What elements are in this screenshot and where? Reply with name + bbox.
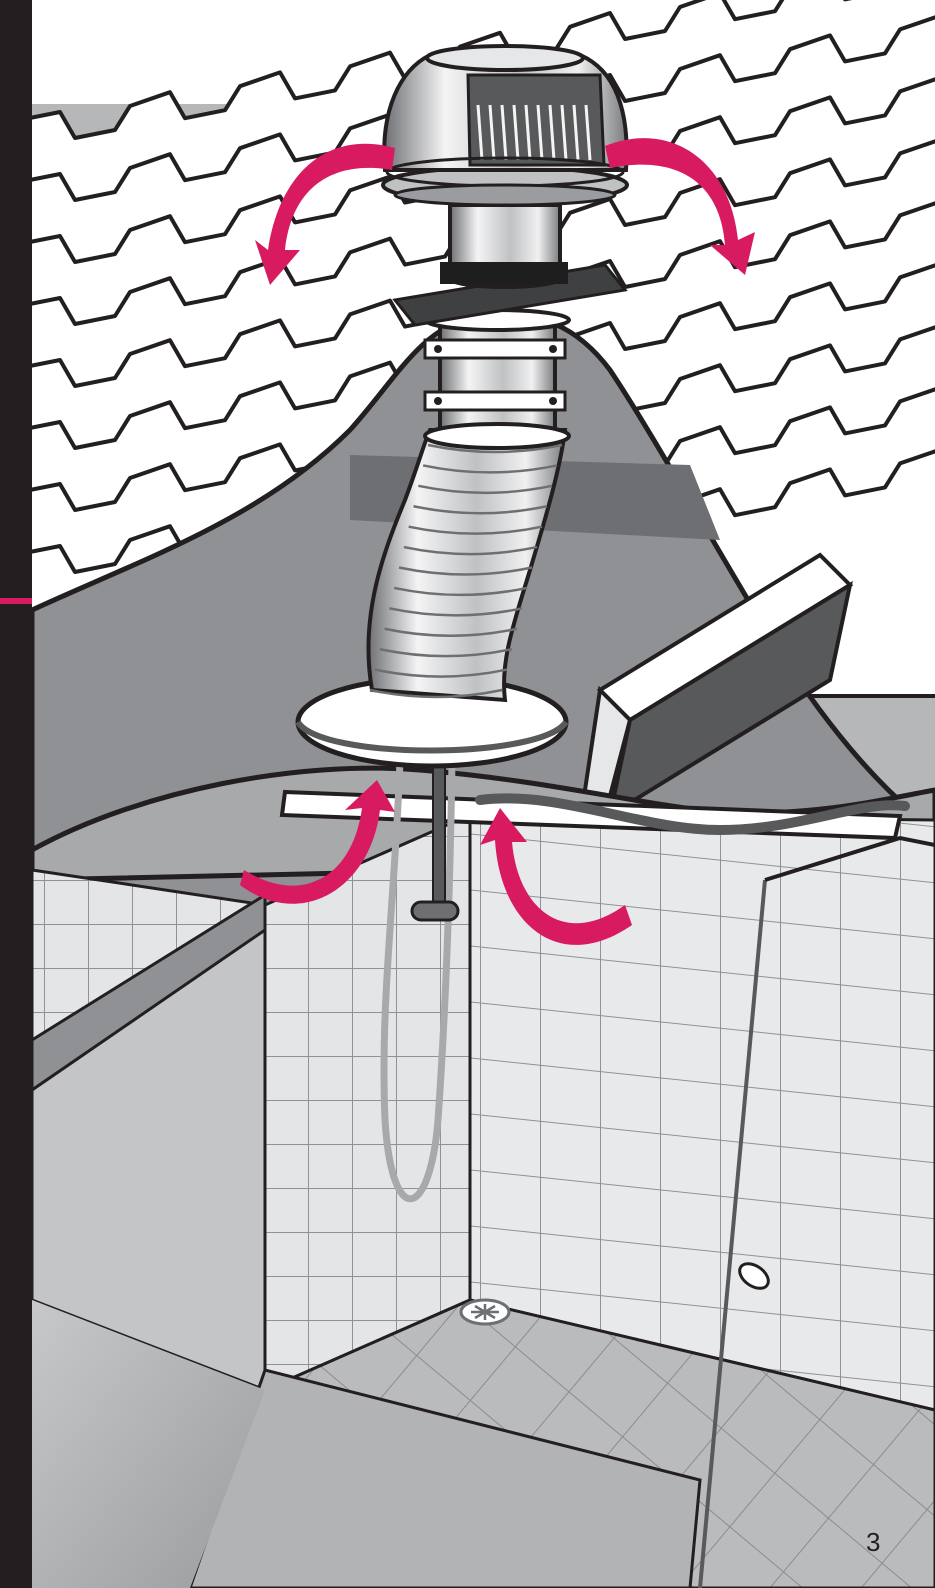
vent-rod-cap — [412, 902, 458, 920]
rigid-duct-section — [425, 310, 569, 448]
fan-impeller-window — [468, 75, 604, 165]
duct-clamp-lower — [425, 392, 565, 410]
page-number: 3 — [866, 1527, 881, 1558]
drain-icon — [461, 1300, 509, 1324]
duct-clamp-upper — [425, 340, 565, 358]
roof-stack — [440, 205, 568, 289]
roof-fan-housing — [383, 46, 627, 205]
